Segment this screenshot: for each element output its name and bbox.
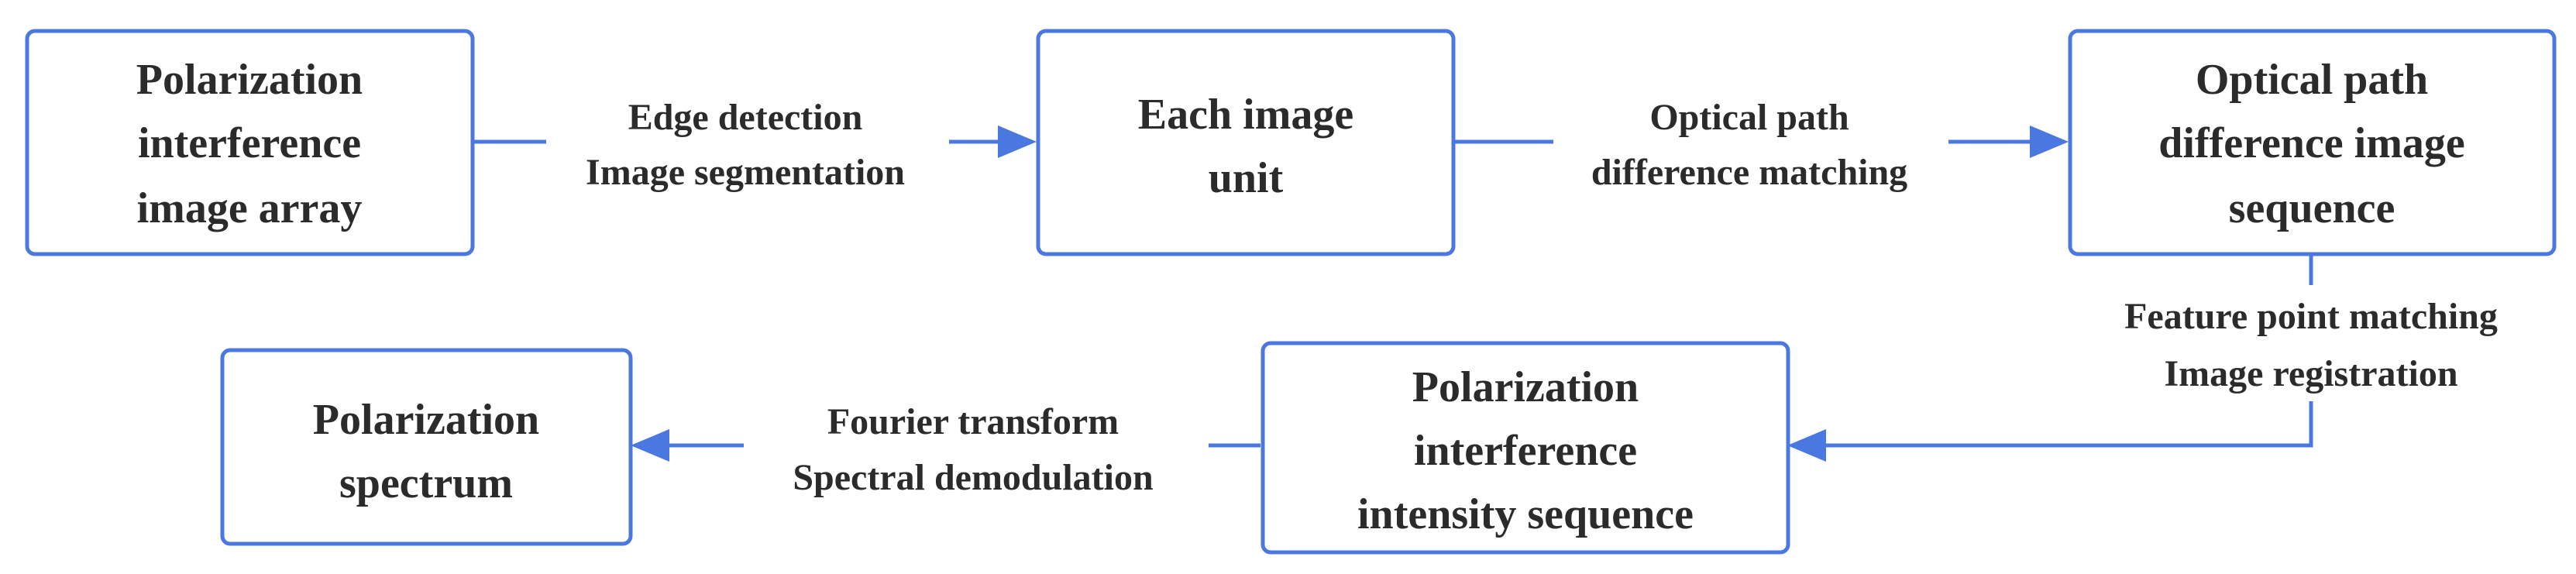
node-label-line-2: unit xyxy=(1209,154,1284,202)
arrow-head-icon xyxy=(998,125,1037,158)
edge-label-line-1: Edge detection xyxy=(628,97,863,138)
node-label-line-2: spectrum xyxy=(339,459,513,507)
node-label-line-3: sequence xyxy=(2229,184,2395,232)
node-label-line-2: interference xyxy=(1414,427,1637,475)
edge-label-feature-point-matching-registration: Feature point matching Image registratio… xyxy=(2076,285,2557,401)
edge-label-line-2: Image segmentation xyxy=(586,152,905,193)
node-label-line-1: Polarization xyxy=(136,56,363,104)
arrow-head-icon xyxy=(2030,125,2069,158)
edge-label-line-2: difference matching xyxy=(1591,152,1907,193)
node-label-line-3: image array xyxy=(137,184,363,232)
node-polarization-spectrum: Polarization spectrum xyxy=(220,348,633,546)
edge-label-line-1: Fourier transform xyxy=(827,401,1119,442)
node-label-line-1: Polarization xyxy=(313,396,539,444)
edge-label-line-1: Optical path xyxy=(1649,97,1849,138)
edge-label-optical-path-difference-matching: Optical path difference matching xyxy=(1553,85,1948,201)
edge-label-line-2: Image registration xyxy=(2164,353,2457,394)
node-optical-path-difference-image-sequence: Optical path difference image sequence xyxy=(2068,29,2557,256)
node-label-line-2: interference xyxy=(138,119,361,167)
node-label-line-1: Optical path xyxy=(2196,56,2428,104)
edge-labels: Edge detection Image segmentation Optica… xyxy=(546,85,2557,507)
node-label-line-1: Each image xyxy=(1138,91,1353,139)
edge-label-line-2: Spectral demodulation xyxy=(793,457,1153,498)
node-label-line-2: difference image xyxy=(2158,119,2464,167)
nodes: Polarization interference image array Ea… xyxy=(25,29,2557,555)
node-polarization-interference-image-array: Polarization interference image array xyxy=(25,29,475,256)
edge-label-edge-detection-segmentation: Edge detection Image segmentation xyxy=(546,85,949,201)
node-label-line-1: Polarization xyxy=(1412,363,1639,411)
node-each-image-unit: Each image unit xyxy=(1036,29,1456,256)
arrow-head-icon xyxy=(631,429,669,462)
node-polarization-interference-intensity-sequence: Polarization interference intensity sequ… xyxy=(1260,341,1790,555)
edge-label-fourier-transform-demodulation: Fourier transform Spectral demodulation xyxy=(744,391,1209,507)
arrow-head-icon xyxy=(1787,429,1826,462)
edge-label-line-1: Feature point matching xyxy=(2124,296,2498,337)
node-label-line-3: intensity sequence xyxy=(1357,490,1694,538)
